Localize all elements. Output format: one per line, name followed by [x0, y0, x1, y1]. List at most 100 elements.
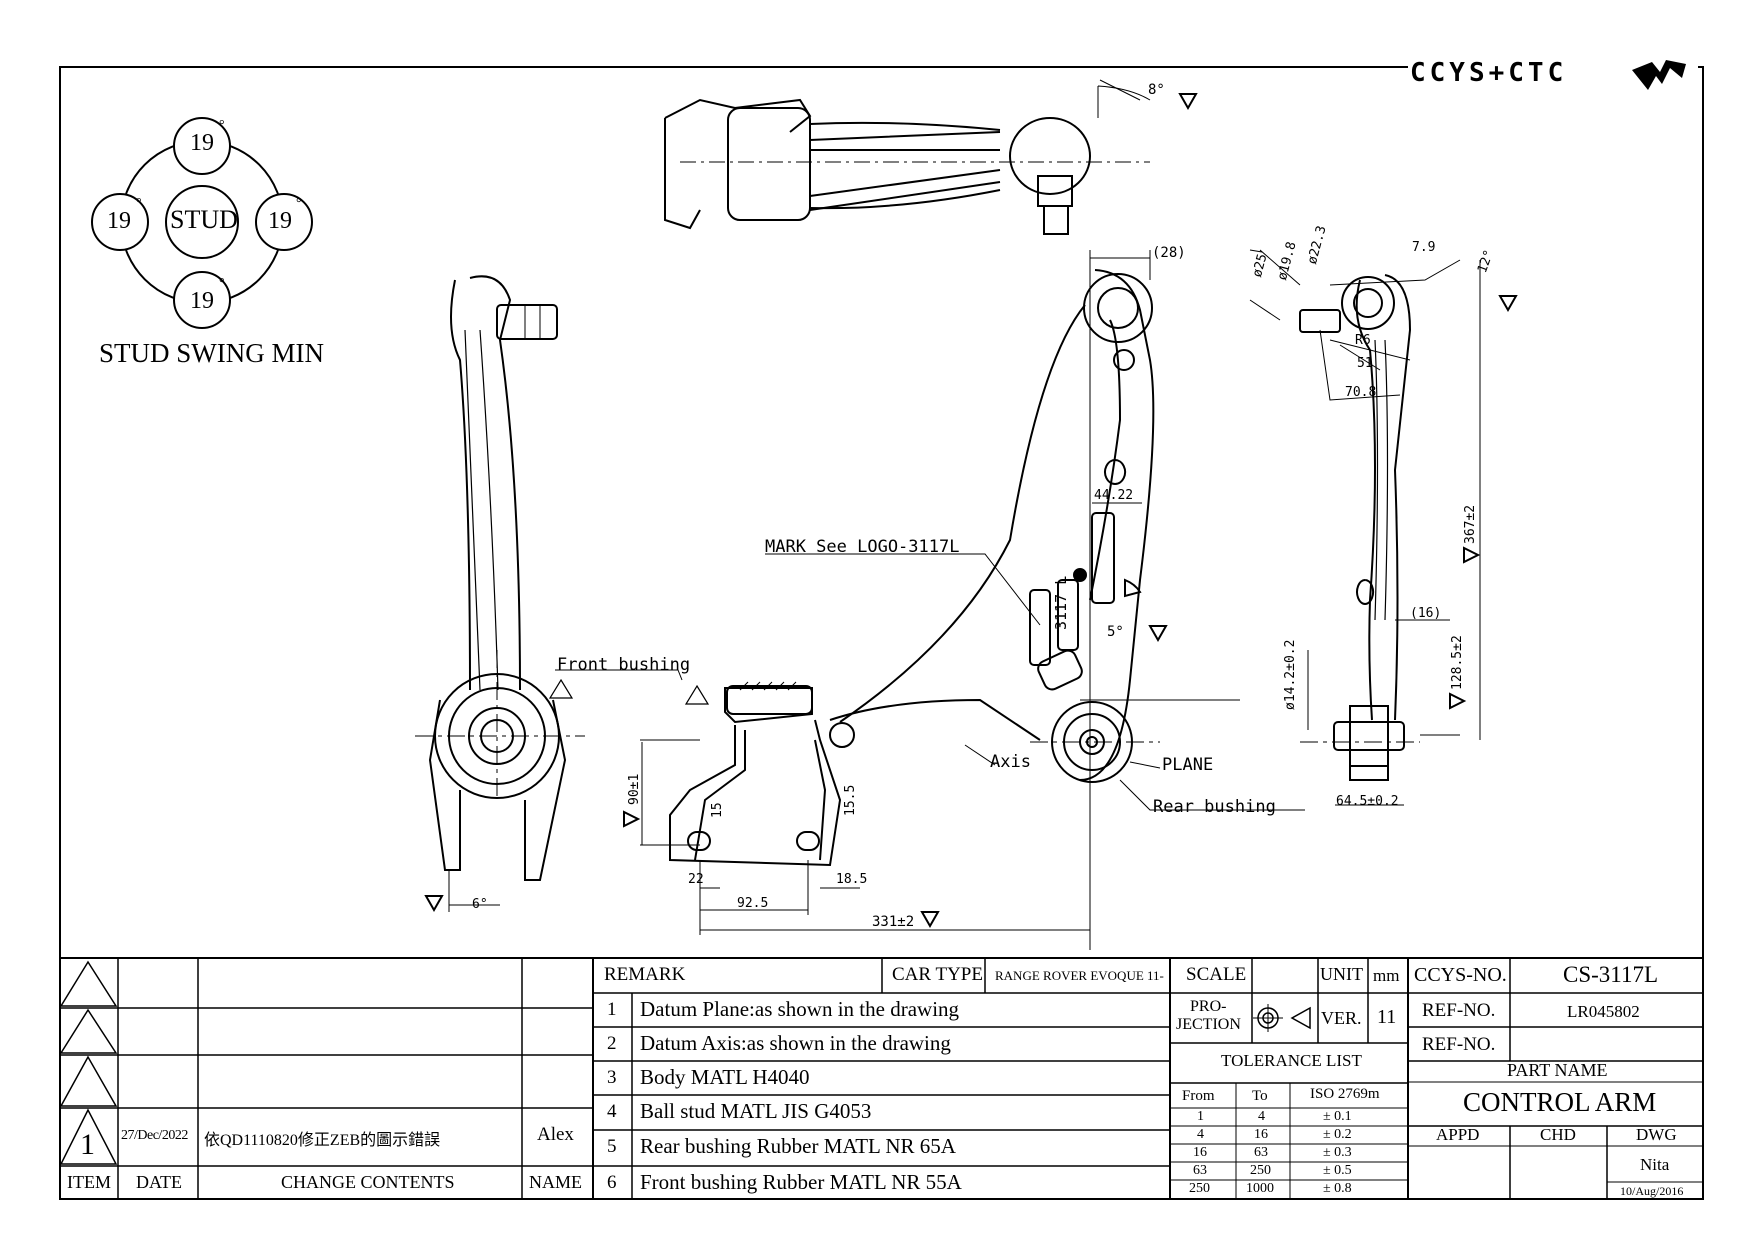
revision-header-item: ITEM: [67, 1172, 111, 1192]
brand-logo-text: CCYS+CTC: [1410, 58, 1568, 88]
tol-value: ± 0.2: [1323, 1127, 1352, 1142]
dim-18-5: 18.5: [836, 872, 868, 887]
revision-date: 27/Dec/2022: [121, 1128, 188, 1143]
dim-r6: R6: [1355, 333, 1371, 348]
rear-bushing-callout: Rear bushing: [1153, 797, 1276, 817]
ccys-no-value: CS-3117L: [1563, 962, 1658, 987]
tol-from: 250: [1189, 1181, 1210, 1196]
tol-from: 16: [1193, 1145, 1207, 1160]
part-name-label: PART NAME: [1507, 1060, 1608, 1080]
mark-callout: MARK See LOGO-3117L: [765, 537, 960, 557]
revision-header-date: DATE: [136, 1172, 182, 1192]
stud-angle-bottom: 19: [190, 288, 214, 314]
stud-angle-degree-left: °: [136, 196, 142, 211]
ver-value: 11: [1377, 1006, 1397, 1028]
tol-header-from: From: [1182, 1088, 1215, 1104]
right-side-view: [1249, 249, 1518, 806]
stud-angle-degree-top: °: [219, 118, 225, 133]
remark-no: 1: [607, 999, 617, 1020]
car-type-label: CAR TYPE: [892, 964, 983, 985]
tol-value: ± 0.8: [1323, 1181, 1352, 1196]
remark-text: Rear bushing Rubber MATL NR 65A: [640, 1134, 956, 1158]
ver-label: VER.: [1321, 1008, 1362, 1028]
projection-label-2: JECTION: [1176, 1016, 1241, 1033]
tol-value: ± 0.5: [1323, 1163, 1352, 1178]
brand-logo: CCYS+CTC: [1408, 54, 1698, 94]
projection-symbol-icon: [1253, 1004, 1311, 1032]
projection-label-1: PRO-: [1190, 998, 1227, 1015]
tol-to: 4: [1258, 1109, 1265, 1124]
scale-label: SCALE: [1186, 964, 1247, 985]
revision-item: 1: [80, 1128, 95, 1161]
front-bushing-callout: Front bushing: [557, 655, 691, 675]
dim-331: 331±2: [872, 914, 915, 930]
chd-label: CHD: [1540, 1125, 1576, 1144]
dim-16: (16): [1410, 606, 1442, 621]
stud-angle-left: 19: [107, 208, 131, 234]
dim-51: 51: [1357, 356, 1373, 371]
remark-text: Ball stud MATL JIS G4053: [640, 1099, 872, 1123]
dim-64-5: 64.5±0.2: [1336, 794, 1399, 809]
stud-angle-degree-bottom: °: [219, 276, 225, 291]
dim-22: 22: [688, 872, 704, 887]
remark-no: 6: [607, 1172, 617, 1193]
tolerance-title: TOLERANCE LIST: [1221, 1051, 1362, 1070]
tol-to: 250: [1250, 1163, 1271, 1178]
drawing-frame: [59, 66, 1704, 1200]
tol-header-iso: ISO 2769m: [1310, 1086, 1380, 1102]
dwg-date: 10/Aug/2016: [1620, 1184, 1684, 1198]
revision-content: 依QD1110820修正ZEB的圖示錯誤: [204, 1132, 441, 1149]
axis-callout: Axis: [990, 752, 1031, 772]
tol-from: 63: [1193, 1163, 1207, 1178]
tol-value: ± 0.3: [1323, 1145, 1352, 1160]
car-type-value: RANGE ROVER EVOQUE 11-: [995, 968, 1164, 983]
top-view: [664, 79, 1198, 235]
technical-drawing: [91, 79, 1518, 950]
dim-92-5: 92.5: [737, 896, 769, 911]
dim-top-angle: 8°: [1148, 82, 1165, 98]
dim-7-9: 7.9: [1412, 240, 1436, 255]
remark-text: Body MATL H4040: [640, 1065, 810, 1089]
dim-28: (28): [1152, 245, 1186, 261]
revision-header-name: NAME: [529, 1172, 582, 1192]
stud-angle-degree-right: °: [296, 196, 302, 211]
stud-swing-label: STUD SWING MIN: [99, 338, 324, 368]
revision-name: Alex: [537, 1124, 574, 1145]
tol-to: 16: [1254, 1127, 1268, 1142]
dwg-label: DWG: [1636, 1125, 1677, 1144]
stud-angle-right: 19: [268, 208, 292, 234]
remark-no: 3: [607, 1067, 617, 1088]
unit-label: UNIT: [1320, 964, 1363, 984]
part-name-value: CONTROL ARM: [1463, 1087, 1657, 1117]
ref-no-label: REF-NO.: [1422, 1000, 1496, 1021]
appd-label: APPD: [1436, 1125, 1480, 1144]
front-view: [548, 250, 1305, 950]
ccys-no-label: CCYS-NO.: [1414, 964, 1507, 986]
remark-no: 2: [607, 1033, 617, 1054]
unit-value: mm: [1373, 966, 1400, 985]
tol-from: 4: [1197, 1127, 1204, 1142]
remark-header: REMARK: [604, 964, 686, 985]
remark-no: 5: [607, 1136, 617, 1157]
revision-header-content: CHANGE CONTENTS: [281, 1172, 455, 1192]
remark-text: Datum Plane:as shown in the drawing: [640, 997, 960, 1021]
remark-no: 4: [607, 1101, 617, 1122]
stud-swing-diagram: [91, 117, 313, 329]
ref-no-value: LR045802: [1567, 1002, 1640, 1021]
left-side-view: [415, 275, 585, 913]
stud-center-label: STUD: [170, 205, 238, 234]
remark-text: Front bushing Rubber MATL NR 55A: [640, 1170, 962, 1194]
dim-70-8: 70.8: [1345, 385, 1377, 400]
tol-header-to: To: [1252, 1088, 1268, 1104]
tol-from: 1: [1197, 1109, 1204, 1124]
stud-angle-top: 19: [190, 130, 214, 156]
remark-text: Datum Axis:as shown in the drawing: [640, 1031, 951, 1055]
tol-value: ± 0.1: [1323, 1109, 1352, 1124]
ref-no2-label: REF-NO.: [1422, 1034, 1496, 1055]
dwg-name: Nita: [1640, 1155, 1670, 1174]
dim-5-deg: 5°: [1107, 624, 1124, 640]
plane-callout: PLANE: [1162, 755, 1214, 775]
tol-to: 1000: [1246, 1181, 1274, 1196]
dim-44-22: 44.22: [1094, 488, 1134, 503]
